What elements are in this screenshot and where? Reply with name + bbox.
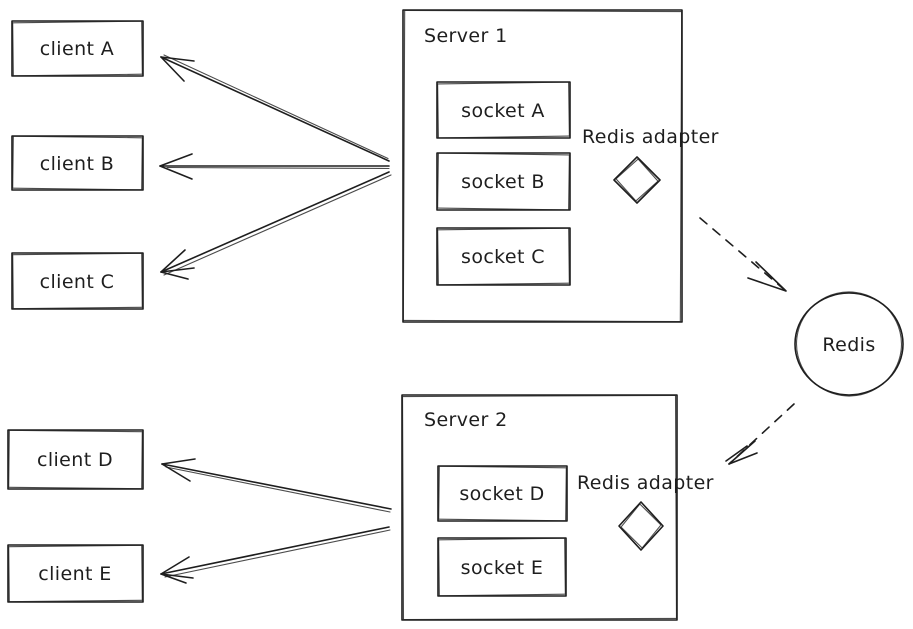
arrow-line-sketch-pass <box>164 529 391 578</box>
box-sketch-pass <box>12 252 143 310</box>
server1-redis-adapter: Redis adapter <box>582 126 719 204</box>
box-sketch-pass <box>8 544 143 603</box>
arrow-line-sketch-pass <box>166 166 390 170</box>
arrow-line <box>160 526 390 575</box>
socket-e-label: socket E <box>461 557 544 579</box>
client-b-box: client B <box>11 135 144 191</box>
box-sketch-pass <box>12 20 143 77</box>
box-outline <box>436 152 571 211</box>
socket-b-box: socket B <box>436 152 571 211</box>
client-a-box: client A <box>11 20 144 77</box>
box-outline <box>436 227 571 286</box>
redis-node: Redis <box>794 291 904 397</box>
arrow-server2-to-client-e <box>160 526 391 584</box>
client-c-label: client C <box>40 271 115 293</box>
server2-box: Server 2 socket D socket E <box>401 394 678 621</box>
arrow-server1-to-client-a <box>160 54 390 162</box>
socket-d-box: socket D <box>437 465 568 522</box>
adapter-diamond-icon <box>618 501 664 551</box>
box-outline <box>7 544 144 603</box>
server1-adapter-label: Redis adapter <box>582 126 719 148</box>
arrow-line <box>160 56 390 162</box>
arrowhead <box>747 261 787 292</box>
arrow-line <box>161 463 392 510</box>
box-sketch-pass <box>437 81 570 139</box>
box-outline <box>436 81 571 139</box>
redis-circle <box>794 292 904 396</box>
socket-b-label: socket B <box>461 171 545 193</box>
client-d-box: client D <box>7 429 144 490</box>
client-a-label: client A <box>40 38 114 60</box>
box-sketch-pass <box>438 465 567 522</box>
client-d-label: client D <box>37 449 113 471</box>
socket-e-box: socket E <box>437 537 567 597</box>
arrowhead <box>159 153 193 180</box>
box-sketch-pass <box>438 537 566 597</box>
adapter-diamond-icon <box>613 156 661 204</box>
server2-title: Server 2 <box>424 409 508 431</box>
adapter-diamond-sketch-pass <box>615 158 659 202</box>
dashed-line <box>699 217 787 292</box>
socket-a-label: socket A <box>461 100 545 122</box>
box-sketch-pass <box>8 429 143 490</box>
socket-a-box: socket A <box>436 81 571 139</box>
arrow-line-sketch-pass <box>163 174 392 276</box>
dashed-arrow-redis-to-adapter2 <box>725 403 795 465</box>
arrowhead <box>160 556 194 584</box>
arrow-server1-to-client-c <box>160 171 392 280</box>
server2-redis-adapter: Redis adapter <box>577 472 714 551</box>
adapter-diamond-sketch-pass <box>620 503 662 549</box>
arrow-server2-to-client-d <box>161 458 392 513</box>
client-e-box: client E <box>7 544 144 603</box>
server2-adapter-label: Redis adapter <box>577 472 714 494</box>
box-sketch-pass <box>12 135 143 191</box>
client-c-box: client C <box>11 252 144 310</box>
box-sketch-pass <box>437 227 570 286</box>
arrowhead <box>161 458 196 482</box>
box-sketch-pass <box>401 394 678 621</box>
box-outline <box>11 20 144 77</box>
box-outline <box>7 429 144 490</box>
box-outline <box>11 135 144 191</box>
arrowhead <box>725 440 758 465</box>
arrow-server1-to-client-b <box>159 153 390 180</box>
socket-c-label: socket C <box>461 246 545 268</box>
box-sketch-pass <box>437 152 570 211</box>
arrow-line <box>160 171 390 273</box>
box-sketch-pass <box>402 9 683 323</box>
client-e-label: client E <box>38 563 111 585</box>
socket-d-label: socket D <box>459 483 544 505</box>
redis-label: Redis <box>822 334 875 356</box>
dashed-arrow-adapter1-to-redis <box>699 217 787 292</box>
redis-circle-sketch-pass <box>795 291 903 397</box>
arrow-line-sketch-pass <box>163 54 389 160</box>
server1-title: Server 1 <box>424 25 508 47</box>
arrowhead <box>160 249 195 280</box>
box-outline <box>437 537 567 597</box>
box-outline <box>437 465 568 522</box>
box-outline <box>11 252 144 310</box>
arrowhead <box>160 56 195 82</box>
client-b-label: client B <box>40 153 114 175</box>
socket-c-box: socket C <box>436 227 571 286</box>
arrow-line-sketch-pass <box>165 466 391 513</box>
